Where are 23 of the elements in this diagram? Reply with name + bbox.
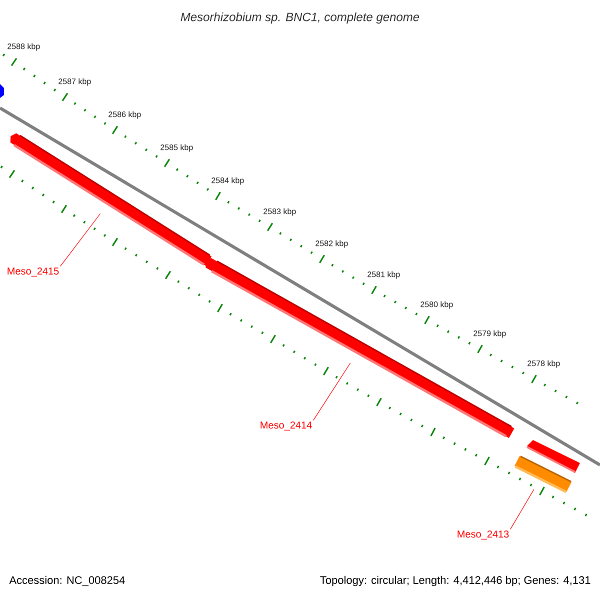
leader-line: [60, 213, 101, 267]
leader-line: [510, 488, 534, 530]
tick-label: 2581 kbp: [368, 271, 400, 279]
title: Mesorhizobium sp. BNC1, complete genome: [180, 12, 420, 24]
gene-label: Meso_2415: [8, 268, 59, 276]
tick-label: 2588 kbp: [8, 43, 40, 51]
gene-label: Meso_2414: [260, 422, 312, 430]
leader-line: [313, 362, 351, 421]
tick-label: 2586 kbp: [108, 111, 141, 119]
tick-label: 2585 kbp: [160, 144, 193, 152]
gene-label: Meso_2413: [458, 530, 509, 540]
tick-label: 2579 kbp: [474, 330, 506, 338]
gene-bar: [206, 258, 514, 438]
tick-label: 2578 kbp: [528, 360, 560, 368]
genome-info-text: Topology: circular; Length: 4,412,446 bp; Genes: 4,131: [320, 576, 590, 586]
accession-text: Accession: NC_008254: [9, 576, 125, 586]
gene-bar: [10, 133, 212, 266]
tick-label: 2582 kbp: [316, 240, 348, 248]
tick-label: 2584 kbp: [212, 177, 244, 185]
tick-label: 2587 kbp: [58, 78, 91, 86]
gene-bar: [514, 456, 572, 494]
tick-label: 2580 kbp: [420, 301, 453, 309]
tick-label: 2583 kbp: [264, 208, 296, 216]
